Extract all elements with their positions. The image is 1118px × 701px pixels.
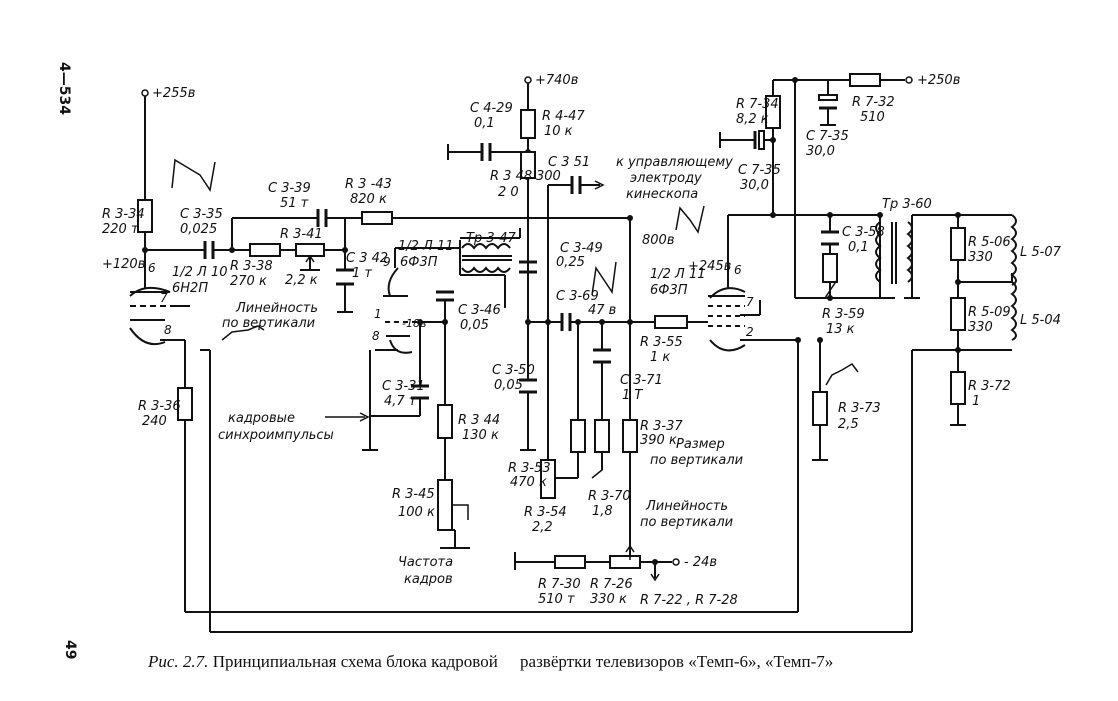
transformers: [461, 214, 1017, 341]
svg-text:4—534: 4—534: [56, 62, 72, 115]
svg-text:6: 6: [734, 263, 742, 277]
rail-minus24: - 24в: [684, 555, 717, 570]
svg-text:C 3-580,1: C 3-580,1: [842, 225, 885, 255]
svg-text:1: 1: [374, 307, 382, 321]
svg-text:2: 2: [746, 325, 754, 339]
rail-245: +245в: [688, 259, 731, 274]
svg-text:9: 9: [383, 255, 391, 269]
rail-255: +255в: [152, 86, 195, 101]
resistors: [137, 73, 966, 569]
rail-labels: +255в +740в +250в +120в +245в - 24в -18в…: [102, 73, 960, 570]
svg-text:Тр 3-60: Тр 3-60: [882, 197, 932, 212]
rail-740: +740в: [535, 73, 578, 88]
svg-text:8: 8: [164, 323, 172, 337]
caption-text-b: развёртки телевизоров «Темп-6», «Темп-7»: [520, 652, 834, 671]
pin-labels: 6 7 8 9 1 8 6 7 2: [148, 255, 754, 343]
svg-text:Тр 3-47: Тр 3-47: [466, 231, 517, 246]
svg-text:C 3-314,7 т: C 3-314,7 т: [382, 379, 425, 409]
figure-caption: Рис. 2.7. Принципиальная схема блока кад…: [148, 652, 968, 672]
tubes: [129, 267, 746, 354]
svg-text:C 4-290,1: C 4-290,1: [470, 101, 513, 131]
rail-minus18: -18в: [402, 317, 426, 330]
svg-text:R 7-348,2 к: R 7-348,2 к: [736, 97, 779, 127]
svg-text:R 3-721: R 3-721: [968, 379, 1011, 409]
svg-text:R 3-732,5: R 3-732,5: [838, 401, 881, 432]
svg-text:C 3-460,05: C 3-460,05: [458, 303, 501, 333]
waveforms: [171, 158, 859, 386]
potentiometer-arrows: [305, 254, 838, 582]
svg-text:L 5-04: L 5-04: [1020, 313, 1061, 328]
ground-symbols: [440, 547, 470, 549]
capacitors: [203, 94, 839, 400]
side-code: 4—534: [56, 62, 72, 115]
svg-text:R 3 482 0: R 3 482 0: [490, 169, 532, 200]
signal-arrows: [359, 180, 605, 422]
svg-text:C 3-490,25: C 3-490,25: [556, 241, 603, 270]
svg-text:R 7-22 , R 7-28: R 7-22 , R 7-28: [640, 593, 738, 608]
rail-800: 800в: [642, 233, 674, 248]
svg-text:7: 7: [160, 291, 168, 305]
page-number: 49: [62, 640, 78, 659]
svg-text:7: 7: [746, 295, 754, 309]
junctions: [142, 77, 961, 565]
svg-text:8: 8: [372, 329, 380, 343]
svg-text:C 3-500,05: C 3-500,05: [492, 363, 535, 393]
svg-text:L 5-07: L 5-07: [1020, 245, 1062, 260]
svg-text:C 3-350,025: C 3-350,025: [180, 207, 223, 237]
svg-text:C 3 421 т: C 3 421 т: [346, 251, 388, 281]
rail-250: +250в: [917, 73, 960, 88]
svg-text:49: 49: [62, 640, 78, 659]
svg-text:R 3-551 к: R 3-551 к: [640, 335, 683, 365]
figure-number: Рис. 2.7.: [148, 652, 209, 671]
svg-text:R 3-412,2 к: R 3-412,2 к: [280, 227, 323, 288]
svg-text:C 3-711 Т: C 3-711 Т: [620, 373, 663, 403]
svg-text:R 3-701,8: R 3-701,8: [588, 489, 631, 519]
svg-text:6: 6: [148, 261, 156, 275]
caption-text-a: Принципиальная схема блока кадровой: [212, 652, 498, 671]
svg-text:R 3-542,2: R 3-542,2: [524, 505, 567, 535]
rail-120: +120в: [102, 257, 145, 272]
